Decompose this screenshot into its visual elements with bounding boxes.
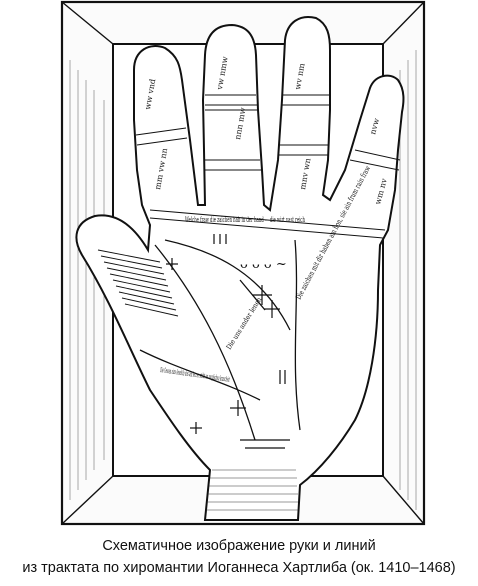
finger-base-inscription: Welche fraw die zaichen hab in der hand … — [185, 215, 305, 224]
palmistry-woodcut-illustration: ww vnd mm vw nn vw nmw nnn mw wv nm mnv … — [60, 0, 426, 526]
palm-lines — [139, 239, 301, 449]
svg-text:nvw: nvw — [368, 117, 381, 135]
frame-hatching — [69, 50, 417, 510]
caption-line-1: Схематичное изображение руки и линий — [102, 538, 376, 554]
palm-glyph-marks: ᴗ ᴗ ᴗ ~ — [240, 257, 287, 272]
palm-cross-marks — [166, 234, 286, 434]
frame-bevels — [61, 1, 425, 525]
thumb-ruled-pad — [97, 249, 179, 317]
finger-joint-bands — [135, 94, 401, 239]
caption-line-2: из трактата по хиромантии Иоганнеса Харт… — [22, 560, 456, 576]
wrist-hatching — [206, 469, 298, 511]
